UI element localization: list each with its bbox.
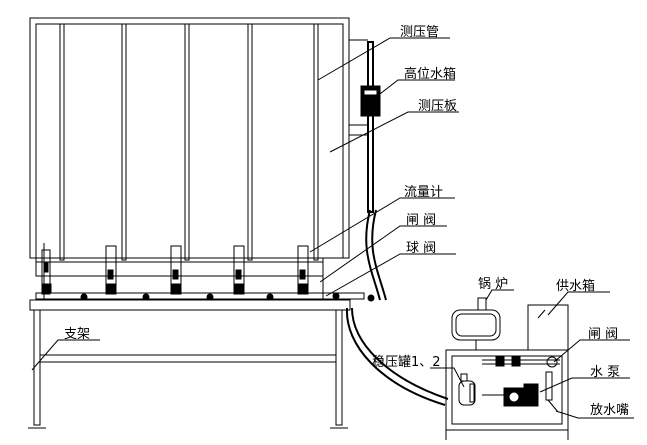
boiler <box>451 297 501 350</box>
leader-lines <box>31 37 634 419</box>
flowmeter-stations <box>41 245 375 302</box>
high-water-tank-assembly <box>349 39 381 213</box>
label-high-water-tank: 高位水箱 <box>404 66 456 82</box>
label-flowmeter: 流量计 <box>404 185 443 200</box>
label-piezometer-tube: 测压管 <box>400 25 439 40</box>
supply-tank <box>527 304 569 351</box>
label-gate-valve-lower: 闸 阀 <box>588 327 618 342</box>
label-water-pump: 水 泵 <box>590 365 620 380</box>
supply-cabinet <box>445 349 569 440</box>
labels: 测压管 高位水箱 测压板 流量计 闸 阀 球 阀 锅 炉 供水箱 闸 阀 支架 … <box>64 25 629 418</box>
label-piezometer-board: 测压板 <box>418 99 457 114</box>
piezometer-tubes <box>59 23 319 261</box>
hoses <box>345 209 449 406</box>
label-gate-valve-upper: 闸 阀 <box>406 213 436 228</box>
label-boiler: 锅 炉 <box>478 276 508 292</box>
label-drain-nozzle: 放水嘴 <box>590 403 629 418</box>
support-stand <box>28 309 348 429</box>
label-supply-tank: 供水箱 <box>556 278 595 294</box>
label-support: 支架 <box>64 327 90 342</box>
pressure-tanks <box>458 373 476 406</box>
label-pressure-tanks: 稳压罐1、2 <box>372 354 441 370</box>
test-section <box>29 243 365 311</box>
label-ball-valve: 球 阀 <box>406 241 436 256</box>
pump-assembly <box>482 356 560 413</box>
